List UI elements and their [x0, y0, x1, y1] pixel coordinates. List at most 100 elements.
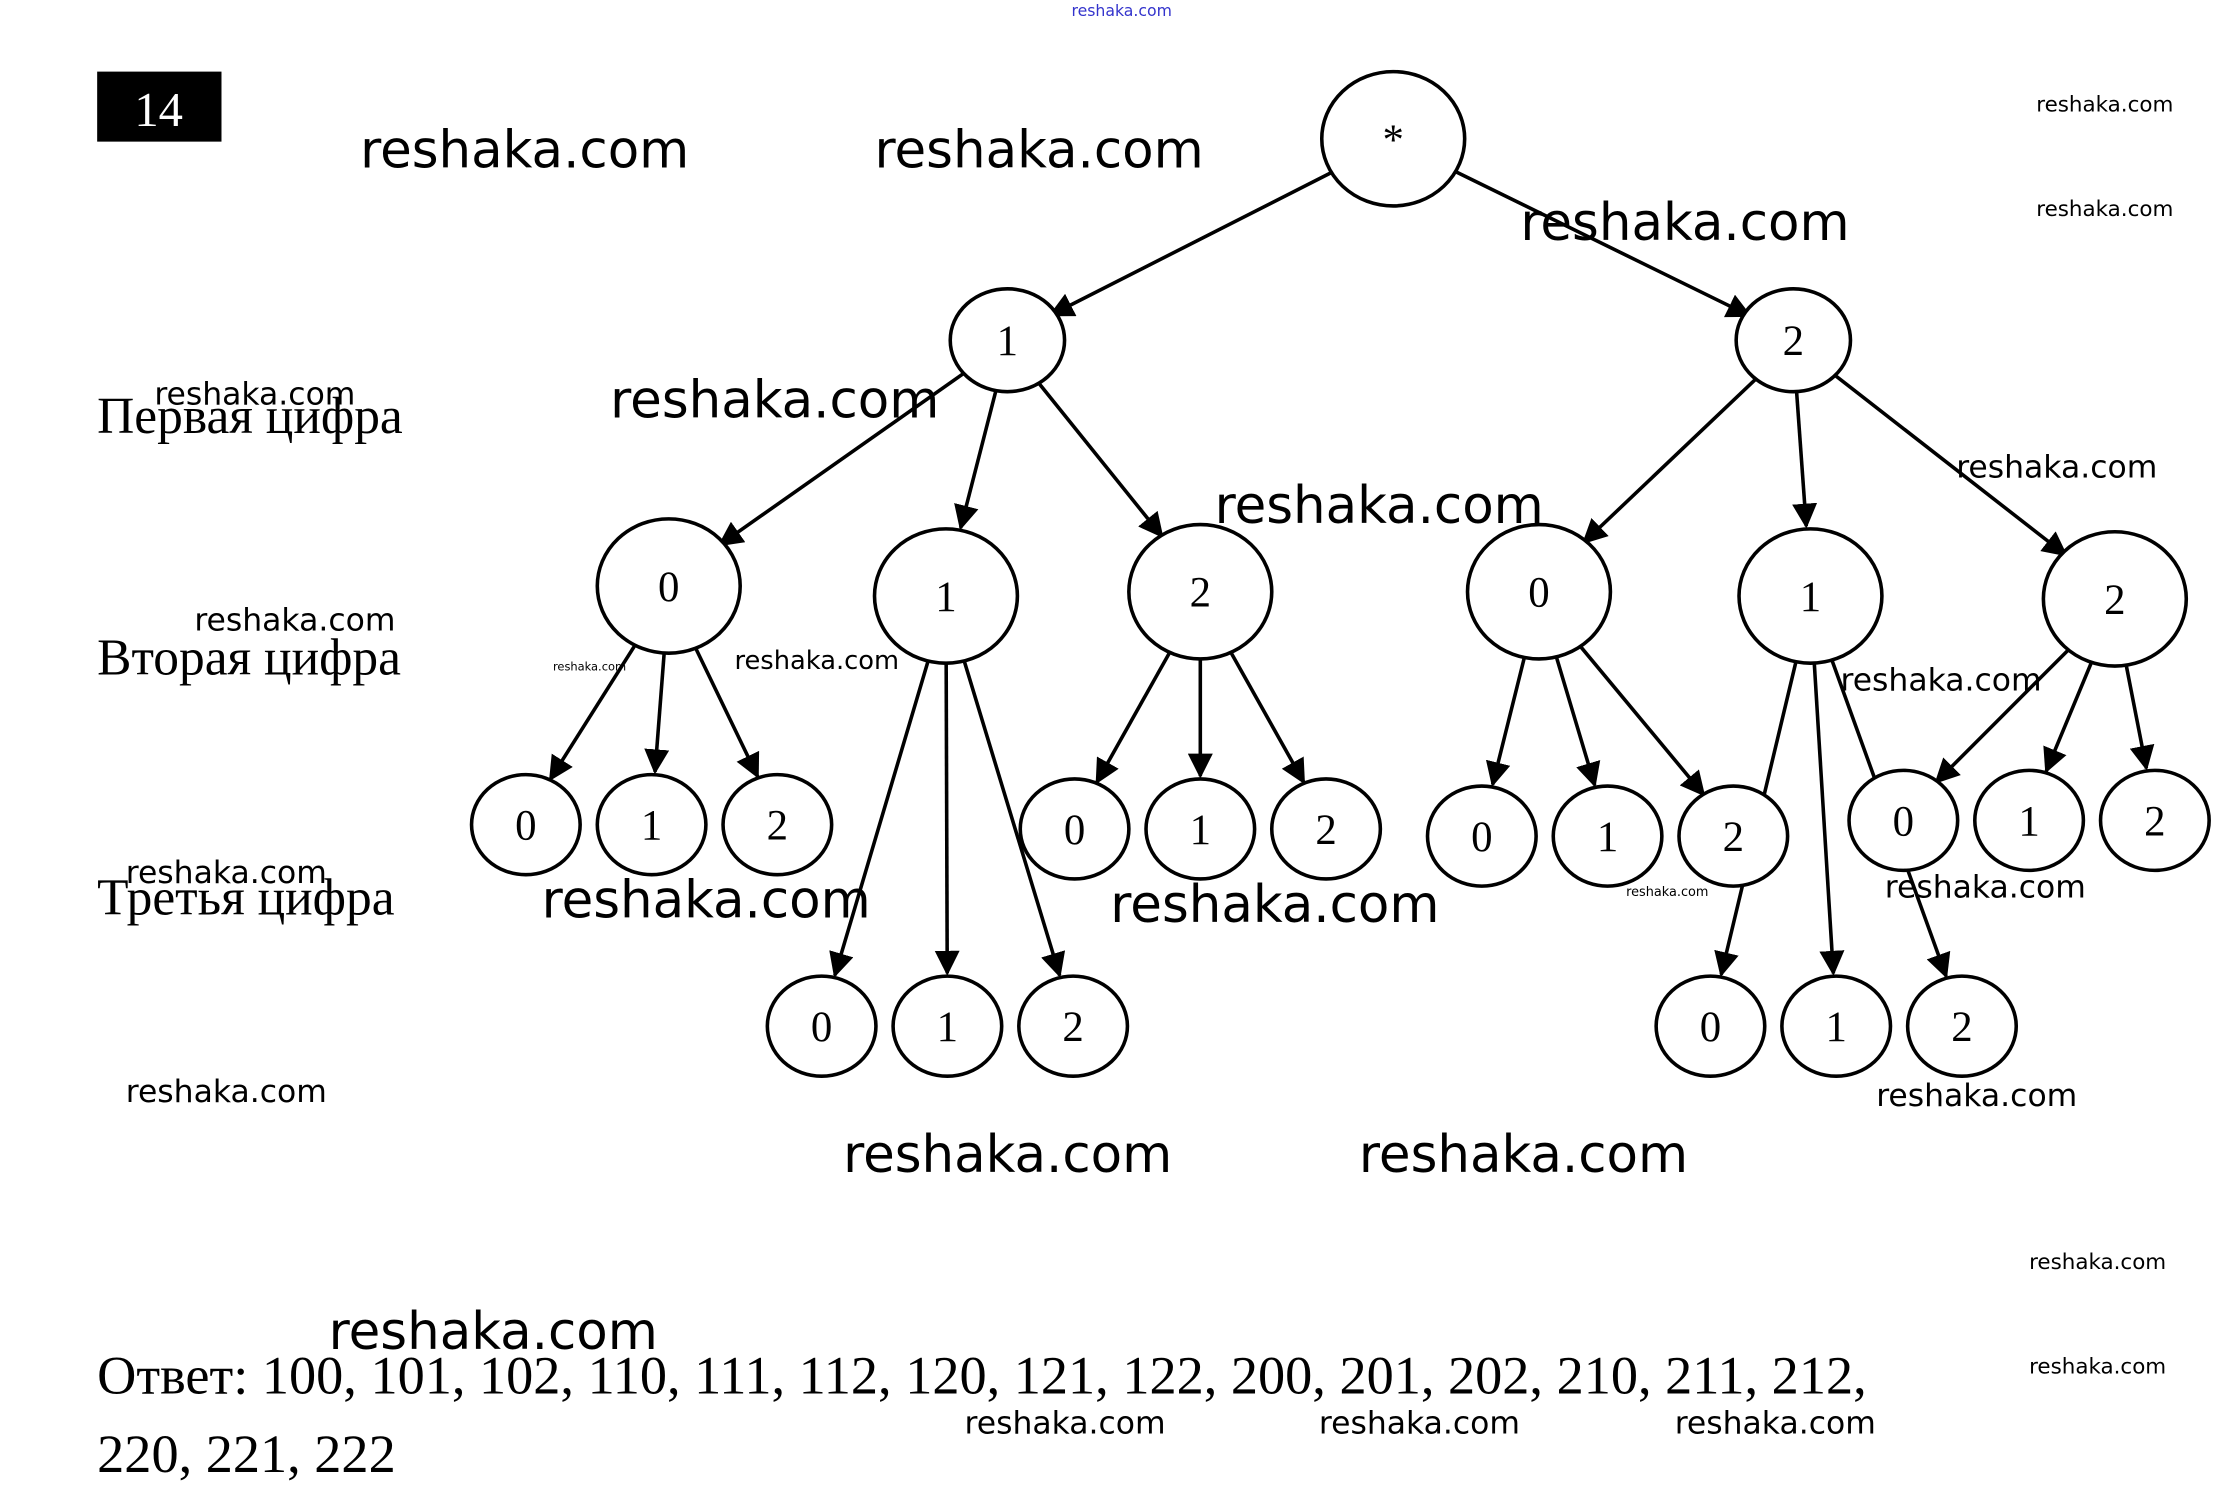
node-circle [1847, 768, 1960, 873]
node-20: 0 [1465, 522, 1613, 661]
node-label: 1 [997, 318, 1018, 365]
node-circle [891, 974, 1004, 1078]
watermark: reshaka.com [329, 1302, 658, 1362]
node-circle [1127, 522, 1274, 661]
node-10: 0 [595, 517, 742, 655]
node-label: 0 [515, 803, 536, 850]
node-200: 0 [1425, 784, 1538, 888]
edge [717, 369, 969, 547]
watermark: reshaka.com [1520, 193, 1849, 253]
node-circle [1654, 974, 1767, 1078]
node-label: 0 [1528, 570, 1549, 617]
answer-line-2: 220, 221, 222 [97, 1424, 396, 1484]
edge [1812, 662, 1845, 976]
edge [934, 663, 960, 976]
node-label: 2 [1190, 570, 1211, 617]
node-circle [1737, 527, 1884, 665]
watermark: reshaka.com [2029, 1354, 2166, 1379]
node-circle [1734, 287, 1853, 394]
watermark: reshaka.com [1071, 1, 1172, 20]
node-222: 2 [2098, 768, 2211, 873]
watermark: reshaka.com [542, 871, 871, 931]
edge [1485, 656, 1527, 788]
node-110: 0 [765, 974, 878, 1078]
watermark: reshaka.com [1319, 1405, 1520, 1441]
watermark: reshaka.com [154, 377, 355, 413]
node-label: 0 [1064, 807, 1085, 854]
node-210: 0 [1654, 974, 1767, 1078]
watermark: reshaka.com [875, 120, 1204, 180]
edge [1554, 655, 1601, 788]
edge [962, 659, 1066, 978]
answer-text: Ответ: 100, 101, 102, 110, 111, 112, 120… [97, 1345, 1867, 1405]
level-label-third: Третья цифра [97, 870, 395, 927]
node-circle [1319, 69, 1467, 208]
node-11: 1 [872, 527, 1020, 665]
level-label-second: Вторая цифра [97, 630, 401, 687]
edge [1830, 371, 2068, 557]
node-101: 1 [595, 772, 708, 877]
edge [1581, 375, 1760, 545]
watermark: reshaka.com [1885, 870, 2086, 906]
node-111: 1 [891, 974, 1004, 1078]
node-2: 2 [1734, 287, 1853, 394]
node-label: 2 [1315, 807, 1336, 854]
node-circle [2098, 768, 2211, 873]
node-12: 2 [1127, 522, 1274, 661]
node-label: 2 [1062, 1004, 1083, 1051]
node-circle [2041, 529, 2189, 668]
node-220: 0 [1847, 768, 1960, 873]
edge-root-2 [1449, 167, 1752, 318]
node-circle [1677, 784, 1790, 888]
node-circle [595, 772, 708, 877]
node-label: 1 [1597, 814, 1618, 861]
node-circle [1973, 768, 2086, 873]
node-112: 2 [1017, 974, 1130, 1078]
node-label: 0 [1471, 814, 1492, 861]
watermark: reshaka.com [1956, 449, 2157, 485]
node-label: 1 [935, 574, 956, 621]
edge [829, 660, 930, 978]
watermark: reshaka.com [126, 855, 327, 891]
node-circle [1017, 974, 1130, 1078]
node-circle [1465, 522, 1613, 661]
node-label: 2 [767, 803, 788, 850]
watermark: reshaka.com [1359, 1125, 1688, 1185]
node-120: 0 [1018, 777, 1131, 881]
node-circle [1425, 784, 1538, 888]
node-122: 2 [1269, 777, 1383, 881]
watermark: reshaka.com [1110, 875, 1439, 935]
node-102: 2 [721, 772, 834, 877]
node-201: 1 [1551, 784, 1664, 888]
node-circle [469, 772, 582, 877]
node-circle [1551, 784, 1664, 888]
task-number: 14 [134, 83, 183, 137]
watermark: reshaka.com [965, 1405, 1166, 1441]
edge-root-1 [1048, 168, 1338, 317]
node-circle [721, 772, 834, 877]
watermark: reshaka.com [2036, 197, 2173, 222]
answer-label: Ответ: [97, 1345, 248, 1405]
node-label: 2 [2144, 798, 2165, 845]
watermark: reshaka.com [1876, 1078, 2077, 1114]
node-circle [1018, 777, 1131, 881]
tree-edges [548, 167, 2155, 979]
node-100: 0 [469, 772, 582, 877]
node-label: 2 [1783, 318, 1804, 365]
node-label: 2 [2104, 577, 2125, 624]
node-121: 1 [1144, 777, 1257, 881]
watermark: reshaka.com [1675, 1405, 1876, 1441]
node-212: 2 [1905, 974, 2019, 1078]
node-label: 0 [1893, 798, 1914, 845]
answer-line-1: 100, 101, 102, 110, 111, 112, 120, 121, … [262, 1345, 1867, 1405]
edge [954, 389, 998, 531]
node-label: * [1382, 117, 1403, 164]
watermark: reshaka.com [1840, 662, 2041, 698]
level-label-first: Первая цифра [97, 388, 403, 445]
node-circle [1905, 974, 2019, 1078]
node-label: 1 [1190, 807, 1211, 854]
watermark: reshaka.com [553, 659, 626, 673]
node-22: 2 [2041, 529, 2189, 668]
